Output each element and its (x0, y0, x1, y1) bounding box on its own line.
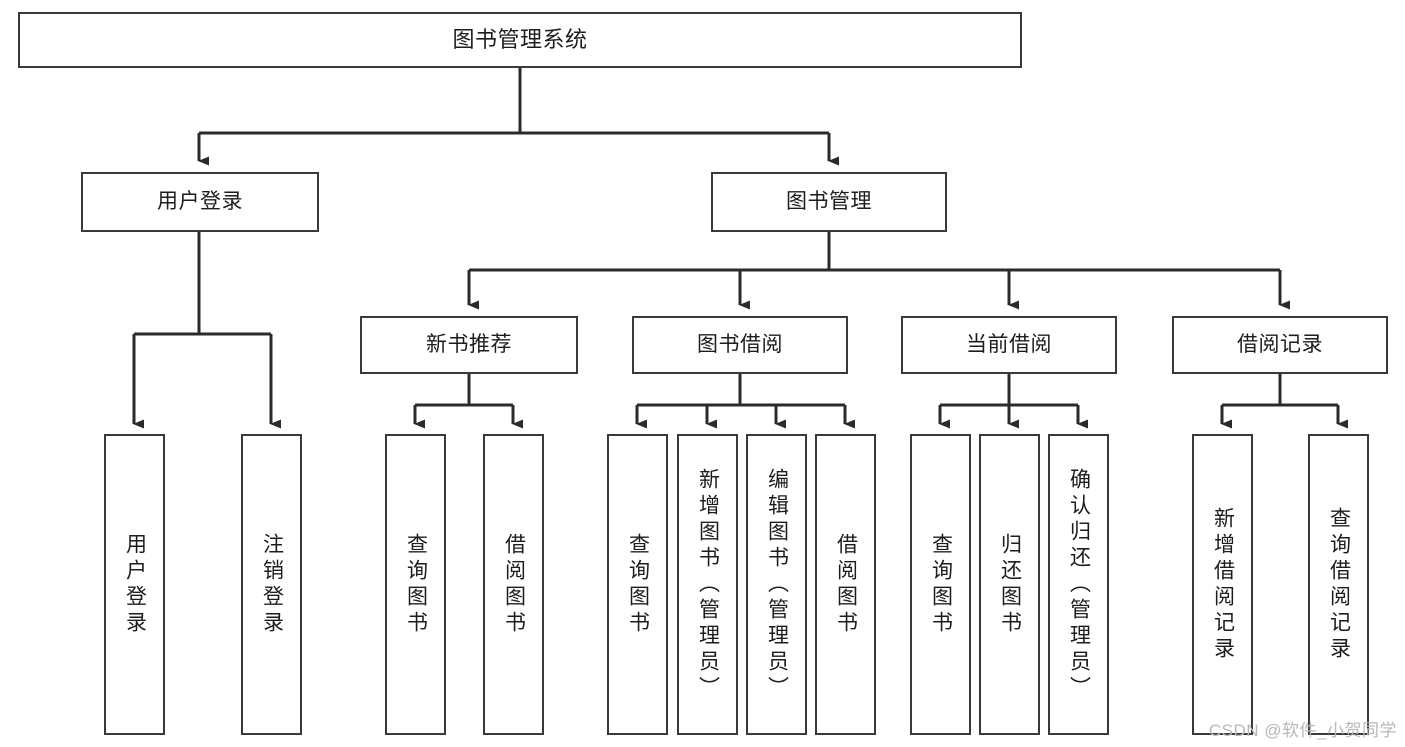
leaf-user-login-login[interactable]: 用户登录 (104, 434, 165, 735)
leaf-new-book-borrow[interactable]: 借阅图书 (483, 434, 544, 735)
leaf-label: 确认归还（管理员） (1067, 467, 1091, 702)
node-label: 当前借阅 (966, 333, 1052, 357)
node-label: 图书借阅 (697, 333, 783, 357)
leaf-label: 新增图书（管理员） (696, 467, 720, 702)
node-book-borrow[interactable]: 图书借阅 (632, 316, 848, 374)
node-label: 新书推荐 (426, 333, 512, 357)
leaf-current-borrow-query[interactable]: 查询图书 (910, 434, 971, 735)
leaf-label: 用户登录 (123, 532, 147, 637)
leaf-current-borrow-return[interactable]: 归还图书 (979, 434, 1040, 735)
node-label: 图书管理 (786, 190, 872, 214)
leaf-label: 借阅图书 (834, 532, 858, 637)
leaf-book-borrow-query[interactable]: 查询图书 (607, 434, 668, 735)
leaf-book-borrow-add[interactable]: 新增图书（管理员） (677, 434, 738, 735)
leaf-label: 借阅图书 (502, 532, 526, 637)
leaf-book-borrow-edit[interactable]: 编辑图书（管理员） (746, 434, 807, 735)
node-label: 图书管理系统 (452, 26, 588, 52)
leaf-label: 新增借阅记录 (1211, 506, 1235, 663)
leaf-user-login-logout[interactable]: 注销登录 (241, 434, 302, 735)
node-borrow-record[interactable]: 借阅记录 (1172, 316, 1388, 374)
node-new-book-recommend[interactable]: 新书推荐 (360, 316, 578, 374)
node-book-management[interactable]: 图书管理 (711, 172, 947, 232)
leaf-label: 编辑图书（管理员） (765, 467, 789, 702)
node-current-borrow[interactable]: 当前借阅 (901, 316, 1117, 374)
leaf-label: 归还图书 (998, 532, 1022, 637)
leaf-label: 查询图书 (404, 532, 428, 637)
node-label: 借阅记录 (1237, 333, 1323, 357)
watermark-text: CSDN @软件_小贺同学 (1208, 721, 1397, 740)
leaf-label: 查询借阅记录 (1327, 506, 1351, 663)
node-label: 用户登录 (157, 190, 243, 214)
leaf-book-borrow-borrow[interactable]: 借阅图书 (815, 434, 876, 735)
node-user-login[interactable]: 用户登录 (81, 172, 319, 232)
leaf-borrow-record-query[interactable]: 查询借阅记录 (1308, 434, 1369, 735)
leaf-label: 查询图书 (626, 532, 650, 637)
leaf-borrow-record-add[interactable]: 新增借阅记录 (1192, 434, 1253, 735)
leaf-label: 查询图书 (929, 532, 953, 637)
leaf-label: 注销登录 (260, 532, 284, 637)
leaf-new-book-query[interactable]: 查询图书 (385, 434, 446, 735)
leaf-current-borrow-confirm-return[interactable]: 确认归还（管理员） (1048, 434, 1109, 735)
node-root-system[interactable]: 图书管理系统 (18, 12, 1022, 68)
